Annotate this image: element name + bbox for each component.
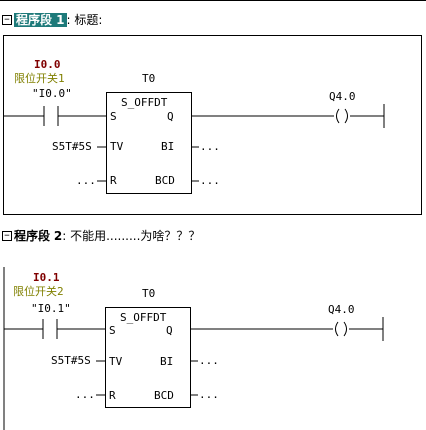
timer-2-pin-bcd: BCD [154, 389, 174, 402]
timer-2-pin-tv: TV [109, 355, 123, 368]
timer-2-type: S_OFFDT [120, 311, 167, 324]
timer-1-pin-bi: BI [161, 140, 175, 153]
timer-2-bcd-output[interactable]: ... [199, 388, 219, 401]
timer-2-bi-output[interactable]: ... [199, 354, 219, 367]
contact-2-operand[interactable]: "I0.1" [31, 302, 71, 315]
segment-2-title: 程序段 2: 不能用.........为啥？？？ [14, 229, 201, 243]
timer-1-tv-value[interactable]: S5T#5S [52, 140, 92, 153]
contact-1-symbol: 限位开关1 [14, 72, 65, 85]
timer-2-r-value[interactable]: ... [75, 388, 95, 401]
timer-2-pin-q: Q [166, 324, 173, 337]
segment-2-number: 2 [53, 229, 63, 243]
segment-2-comment[interactable]: 不能用.........为啥？？？ [70, 229, 201, 243]
segment-1-ladder-lines [4, 104, 385, 182]
timer-1-pin-s: S [110, 110, 117, 123]
collapse-minus-icon[interactable]: − [2, 15, 12, 25]
coil-2-address[interactable]: Q4.0 [328, 303, 355, 316]
segment-2-label[interactable]: 程序段 [14, 229, 51, 243]
collapse-minus-icon[interactable]: − [2, 231, 12, 241]
timer-1-pin-q: Q [167, 110, 174, 123]
timer-1-pin-r: R [110, 174, 117, 187]
timer-2-pin-r: R [109, 389, 116, 402]
timer-2-tv-value[interactable]: S5T#5S [51, 354, 91, 367]
contact-2-address: I0.1 [33, 271, 60, 284]
top-divider [0, 0, 426, 1]
segment-1-label[interactable]: 程序段 1 [14, 13, 67, 27]
segment-2-network: I0.1 限位开关2 "I0.1" T0 S_OFFDT S Q TV BI R… [0, 262, 426, 430]
timer-2-pin-s: S [109, 324, 116, 337]
segment-2-ladder-lines [3, 267, 384, 430]
timer-1-r-value[interactable]: ... [76, 174, 96, 187]
timer-1-pin-tv: TV [110, 140, 124, 153]
timer-2-pin-bi: BI [160, 355, 174, 368]
timer-1-block[interactable]: S_OFFDT S Q TV BI R BCD [106, 92, 192, 194]
timer-2-name[interactable]: T0 [142, 287, 156, 300]
segment-1-title: 程序段 1: 标题: [14, 13, 103, 27]
timer-1-type: S_OFFDT [121, 96, 168, 109]
contact-2-symbol: 限位开关2 [13, 285, 64, 298]
contact-1-address: I0.0 [34, 58, 61, 71]
timer-2-block[interactable]: S_OFFDT S Q TV BI R BCD [105, 307, 191, 408]
coil-1-address[interactable]: Q4.0 [329, 90, 356, 103]
timer-1-bi-output[interactable]: ... [200, 140, 220, 153]
contact-1-operand[interactable]: "I0.0" [32, 87, 72, 100]
segment-1-comment[interactable]: 标题: [74, 13, 103, 27]
timer-1-pin-bcd: BCD [155, 174, 175, 187]
timer-1-bcd-output[interactable]: ... [200, 174, 220, 187]
timer-1-name[interactable]: T0 [142, 72, 156, 85]
segment-1-network-frame: I0.0 限位开关1 "I0.0" T0 S_OFFDT S Q TV BI R… [3, 35, 422, 215]
